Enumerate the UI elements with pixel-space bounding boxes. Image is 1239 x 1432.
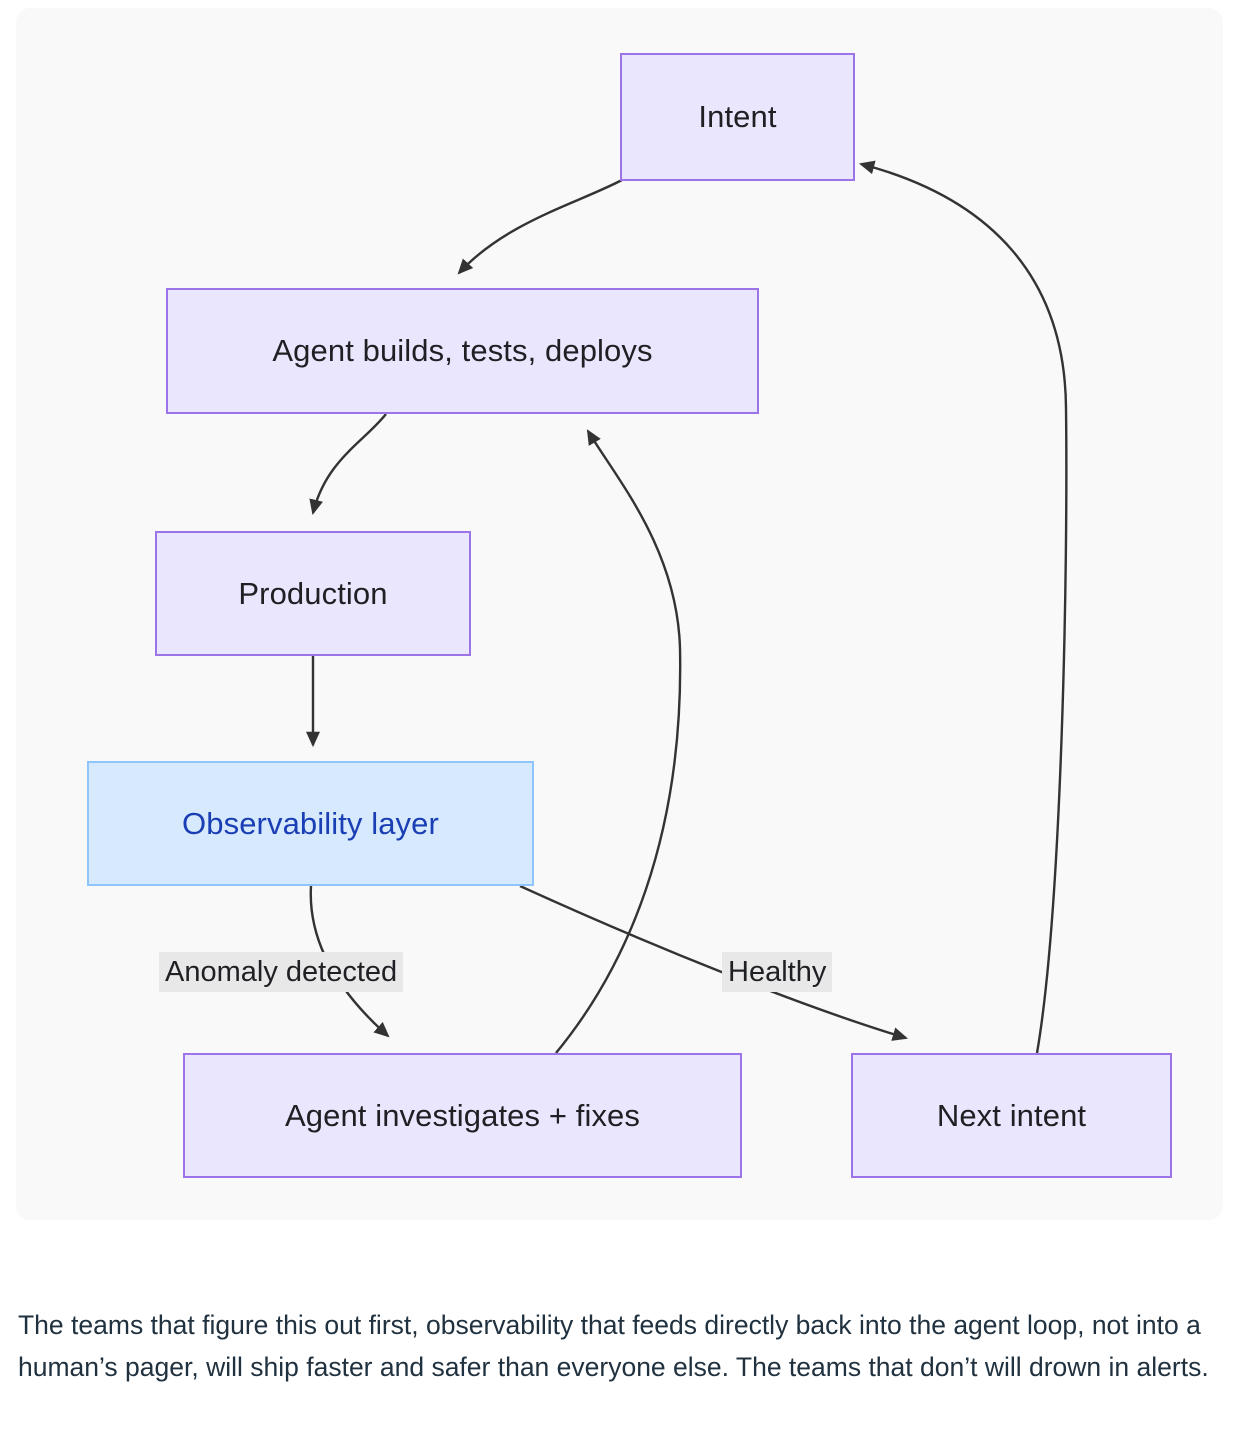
node-next-intent[interactable]: Next intent — [851, 1053, 1172, 1178]
node-next-intent-label: Next intent — [936, 1097, 1087, 1133]
node-production-label: Production — [238, 575, 388, 611]
node-agent-investigates-fixes[interactable]: Agent investigates + fixes — [183, 1053, 742, 1178]
edge-label-anomaly-detected: Anomaly detected — [159, 952, 404, 993]
node-agent-builds-label: Agent builds, tests, deploys — [272, 333, 653, 368]
edge-next-intent-to-intent — [858, 160, 1068, 1054]
edge-intent-to-agent-builds — [457, 178, 623, 275]
node-agent-builds-tests-deploys[interactable]: Agent builds, tests, deploys — [166, 288, 759, 414]
edge-observability-to-next-intent — [519, 884, 909, 1041]
node-observability-label: Observability layer — [182, 805, 439, 841]
node-production[interactable]: Production — [155, 531, 471, 656]
edge-label-healthy: Healthy — [722, 952, 833, 993]
edge-investigates-to-agent-builds — [555, 429, 682, 1054]
edge-agent-builds-to-production — [309, 413, 387, 516]
article-paragraph: The teams that figure this out first, ob… — [18, 1309, 1209, 1383]
node-intent[interactable]: Intent — [620, 53, 855, 181]
node-observability-layer[interactable]: Observability layer — [87, 761, 534, 886]
node-intent-label: Intent — [698, 99, 777, 134]
flowchart-panel: Intent Agent builds, tests, deploys Prod… — [16, 8, 1223, 1220]
node-investigates-label: Agent investigates + fixes — [285, 1097, 640, 1133]
